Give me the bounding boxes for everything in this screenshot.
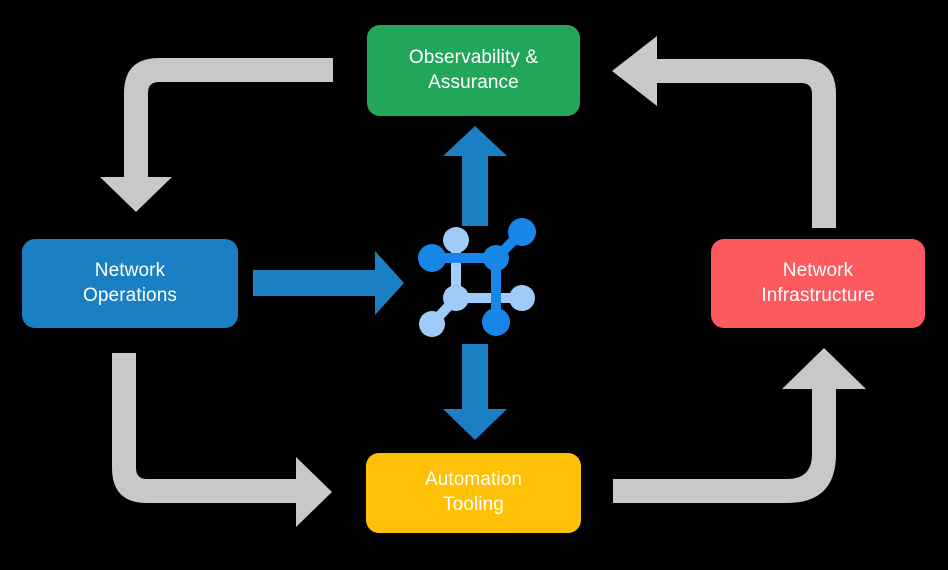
node-network-operations[interactable]: Network Operations xyxy=(22,239,238,328)
connector-observability-to-operations xyxy=(100,58,333,212)
node-automation-tooling[interactable]: Automation Tooling xyxy=(366,453,581,533)
connector-operations-to-center xyxy=(253,251,404,315)
node-network-infrastructure[interactable]: Network Infrastructure xyxy=(711,239,925,328)
connector-center-to-automation xyxy=(443,344,507,440)
network-hub-icon xyxy=(418,218,536,337)
node-observability-assurance[interactable]: Observability & Assurance xyxy=(367,25,580,116)
connector-operations-to-automation xyxy=(112,353,332,527)
connector-center-to-observability xyxy=(443,126,507,226)
connector-automation-to-infrastructure xyxy=(613,348,866,503)
connector-infrastructure-to-observability xyxy=(612,36,836,228)
